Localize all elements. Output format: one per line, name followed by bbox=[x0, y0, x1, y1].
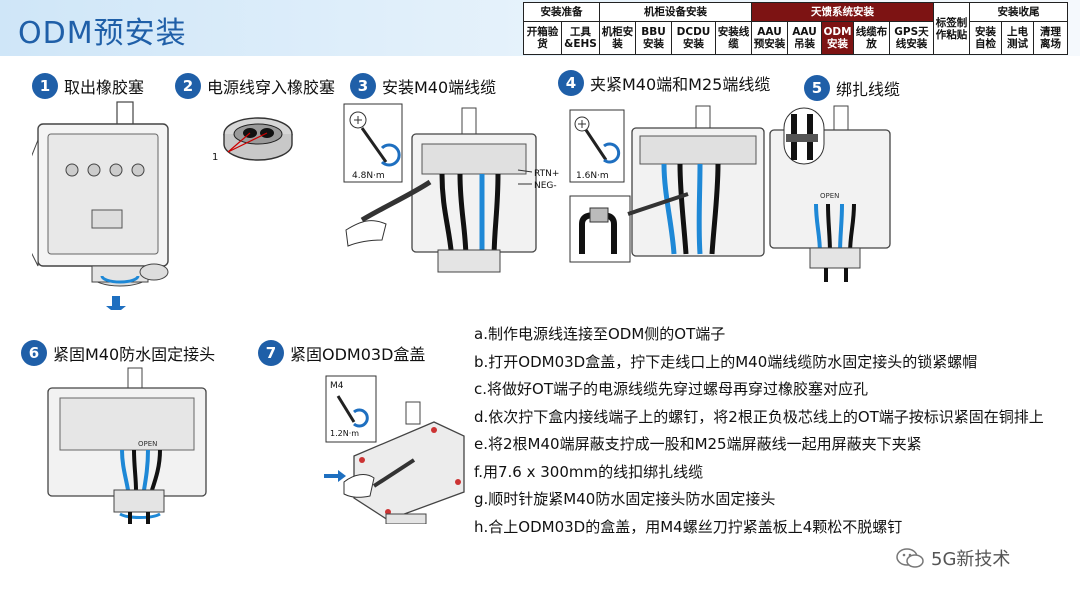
nav-item-cables[interactable]: 安装线缆 bbox=[715, 21, 752, 55]
instruction-item: e.将2根M40端屏蔽支拧成一股和M25端屏蔽线一起用屏蔽夹下夹紧 bbox=[474, 435, 922, 453]
page-title: ODM预安装 bbox=[18, 16, 187, 51]
illustration-tighten-m40: OPEN bbox=[47, 367, 207, 524]
callout-1-label: 1 bbox=[212, 152, 218, 163]
step-7: 7 紧固ODM03D盒盖 bbox=[258, 340, 425, 366]
instruction-item: g.顺时针旋紧M40防水固定接头防水固定接头 bbox=[474, 490, 776, 508]
nav-group-cabinet[interactable]: 机柜设备安装 bbox=[599, 2, 752, 22]
torque-value: 1.6N·m bbox=[576, 171, 609, 181]
illustration-bundle-cables: OPEN bbox=[769, 105, 891, 282]
nav-item-gps[interactable]: GPS天线安装 bbox=[889, 21, 934, 55]
step-number: 6 bbox=[21, 340, 47, 366]
instruction-item: c.将做好OT端子的电源线缆先穿过螺母再穿过橡胶塞对应孔 bbox=[474, 380, 868, 398]
instruction-item: d.依次拧下盒内接线端子上的螺钉，将2根正负极芯线上的OT端子按标识紧固在铜排上 bbox=[474, 407, 1044, 426]
nav-item-cabinet[interactable]: 机柜安装 bbox=[599, 21, 636, 55]
instruction-item: b.打开ODM03D盒盖，拧下走线口上的M40端线缆防水固定接头的锁紧螺帽 bbox=[474, 352, 978, 371]
rtn-label: RTN+ bbox=[534, 169, 559, 179]
process-nav-table: 安装准备 机柜设备安装 天馈系统安装 标签制作粘贴 安装收尾 开箱验货 工具&E… bbox=[523, 2, 1068, 55]
nav-item-dcdu[interactable]: DCDU安装 bbox=[671, 21, 716, 55]
nav-item-aau-hoist[interactable]: AAU吊装 bbox=[787, 21, 822, 55]
nav-item-odm[interactable]: ODM安装 bbox=[821, 21, 854, 55]
open-label: OPEN bbox=[820, 192, 839, 200]
nav-item-cleanup[interactable]: 清理离场 bbox=[1033, 21, 1068, 55]
step-5: 5 绑扎线缆 bbox=[804, 75, 900, 101]
step-label: 紧固ODM03D盒盖 bbox=[290, 345, 426, 364]
nav-group-finish[interactable]: 安装收尾 bbox=[969, 2, 1068, 22]
step-2: 2 电源线穿入橡胶塞 bbox=[175, 73, 335, 99]
illustration-clamp-cables: 1.6N·m bbox=[569, 105, 765, 263]
screw-size-label: M4 bbox=[330, 381, 344, 391]
torque-value: 1.2N·m bbox=[330, 429, 359, 438]
step-3: 3 安装M40端线缆 bbox=[350, 73, 496, 99]
step-number: 1 bbox=[32, 73, 58, 99]
step-4: 4 夹紧M40端和M25端线缆 bbox=[558, 70, 770, 96]
step-number: 7 bbox=[258, 340, 284, 366]
step-label: 电源线穿入橡胶塞 bbox=[207, 78, 336, 97]
step-number: 3 bbox=[350, 73, 376, 99]
instruction-item: h.合上ODM03D的盒盖，用M4螺丝刀拧紧盖板上4颗松不脱螺钉 bbox=[474, 517, 903, 536]
illustration-rubber-plug: 1 bbox=[212, 117, 293, 163]
open-label: OPEN bbox=[138, 440, 157, 448]
instruction-item: f.用7.6 x 300mm的线扣绑扎线缆 bbox=[474, 462, 704, 481]
step-number: 5 bbox=[804, 75, 830, 101]
step-label: 夹紧M40端和M25端线缆 bbox=[590, 75, 771, 94]
illustration-install-m40: 4.8N·m RTN+ NEG- bbox=[343, 103, 559, 273]
nav-item-selfcheck[interactable]: 安装自检 bbox=[969, 21, 1002, 55]
nav-item-unbox[interactable]: 开箱验货 bbox=[523, 21, 562, 55]
illustration-tighten-cover: M4 1.2N·m bbox=[324, 375, 465, 524]
torque-value: 4.8N·m bbox=[352, 171, 385, 181]
step-number: 2 bbox=[175, 73, 201, 99]
step-number: 4 bbox=[558, 70, 584, 96]
nav-group-prep[interactable]: 安装准备 bbox=[523, 2, 600, 22]
nav-item-tools[interactable]: 工具&EHS bbox=[561, 21, 600, 55]
nav-item-aau-pre[interactable]: AAU预安装 bbox=[751, 21, 788, 55]
step-label: 紧固M40防水固定接头 bbox=[53, 345, 216, 364]
watermark-text: 5G新技术 bbox=[931, 549, 1011, 570]
watermark: 5G新技术 bbox=[895, 545, 1010, 571]
instruction-list: a.制作电源线连接至ODM侧的OT端子 b.打开ODM03D盒盖，拧下走线口上的… bbox=[474, 321, 1074, 541]
neg-label: NEG- bbox=[534, 181, 557, 191]
nav-group-label[interactable]: 标签制作粘贴 bbox=[933, 2, 970, 55]
nav-item-bbu[interactable]: BBU安装 bbox=[635, 21, 672, 55]
step-label: 取出橡胶塞 bbox=[64, 78, 145, 97]
step-1: 1 取出橡胶塞 bbox=[32, 73, 144, 99]
nav-item-power-test[interactable]: 上电测试 bbox=[1001, 21, 1034, 55]
nav-item-routing[interactable]: 线缆布放 bbox=[853, 21, 890, 55]
illustration-remove-plug bbox=[32, 101, 169, 310]
nav-group-antenna[interactable]: 天馈系统安装 bbox=[751, 2, 934, 22]
step-label: 安装M40端线缆 bbox=[382, 78, 497, 97]
instruction-item: a.制作电源线连接至ODM侧的OT端子 bbox=[474, 325, 726, 343]
wechat-icon bbox=[896, 548, 924, 568]
step-label: 绑扎线缆 bbox=[836, 80, 901, 99]
step-6: 6 紧固M40防水固定接头 bbox=[21, 340, 215, 366]
